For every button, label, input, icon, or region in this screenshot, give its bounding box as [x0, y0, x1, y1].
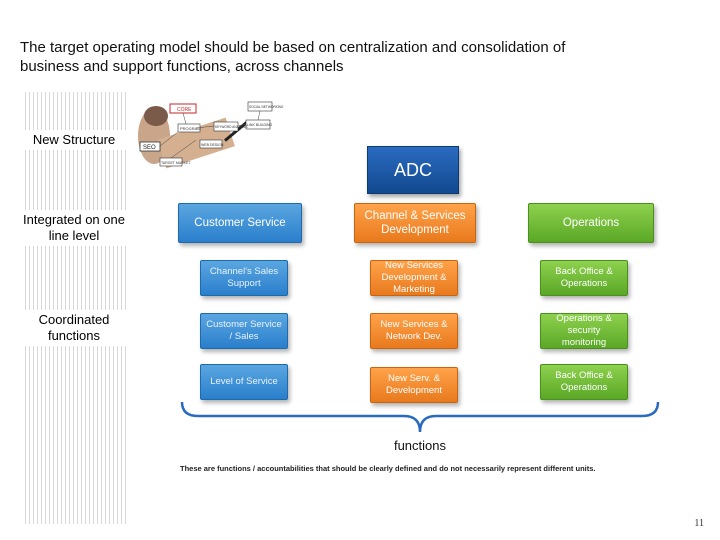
functions-brace: [180, 401, 660, 433]
channel-services-item-1: New Services Development & Marketing: [370, 260, 458, 296]
functions-label: functions: [393, 438, 447, 453]
row-label-new-structure: New Structure: [22, 130, 126, 150]
photo-label-core: CORE: [177, 107, 192, 113]
row-label-coordinated: Coordinated functions: [22, 310, 126, 346]
page-number: 11: [694, 518, 704, 529]
adc-header-box: ADC: [367, 146, 459, 194]
operations-item-2: Operations & security monitoring: [540, 313, 628, 349]
customer-service-header: Customer Service: [178, 203, 302, 243]
operations-header: Operations: [528, 203, 654, 243]
channel-services-header: Channel & Services Development: [354, 203, 476, 243]
photo-label-social-networking: SOCIAL NETWORKING: [249, 105, 284, 109]
channel-services-item-3: New Serv. & Development: [370, 367, 458, 403]
photo-label-target-market: TARGET MARKET: [161, 161, 191, 165]
slide-title: The target operating model should be bas…: [20, 39, 566, 75]
strategy-sketch-photo: CORE PROGRAM SEO TARGET MARKET WEB DESIG…: [136, 98, 296, 188]
row-label-integrated: Integrated on one line level: [22, 210, 126, 246]
photo-label-web-design: WEB DESIGN: [201, 143, 224, 147]
customer-service-item-2: Customer Service / Sales: [200, 313, 288, 349]
photo-label-seo: SEO: [143, 145, 156, 151]
operations-item-3: Back Office & Operations: [540, 364, 628, 400]
photo-label-link-building: LINK BUILDING: [247, 123, 273, 127]
customer-service-item-3: Level of Service: [200, 364, 288, 400]
photo-label-keyword-analysis: KEYWORD ANALYSIS: [215, 125, 248, 129]
functions-note: These are functions / accountabilities t…: [180, 464, 596, 473]
left-strip-decoration: [22, 92, 126, 524]
photo-label-program: PROGRAM: [180, 126, 201, 131]
customer-service-item-1: Channel's Sales Support: [200, 260, 288, 296]
operations-item-1: Back Office & Operations: [540, 260, 628, 296]
channel-services-item-2: New Services & Network Dev.: [370, 313, 458, 349]
